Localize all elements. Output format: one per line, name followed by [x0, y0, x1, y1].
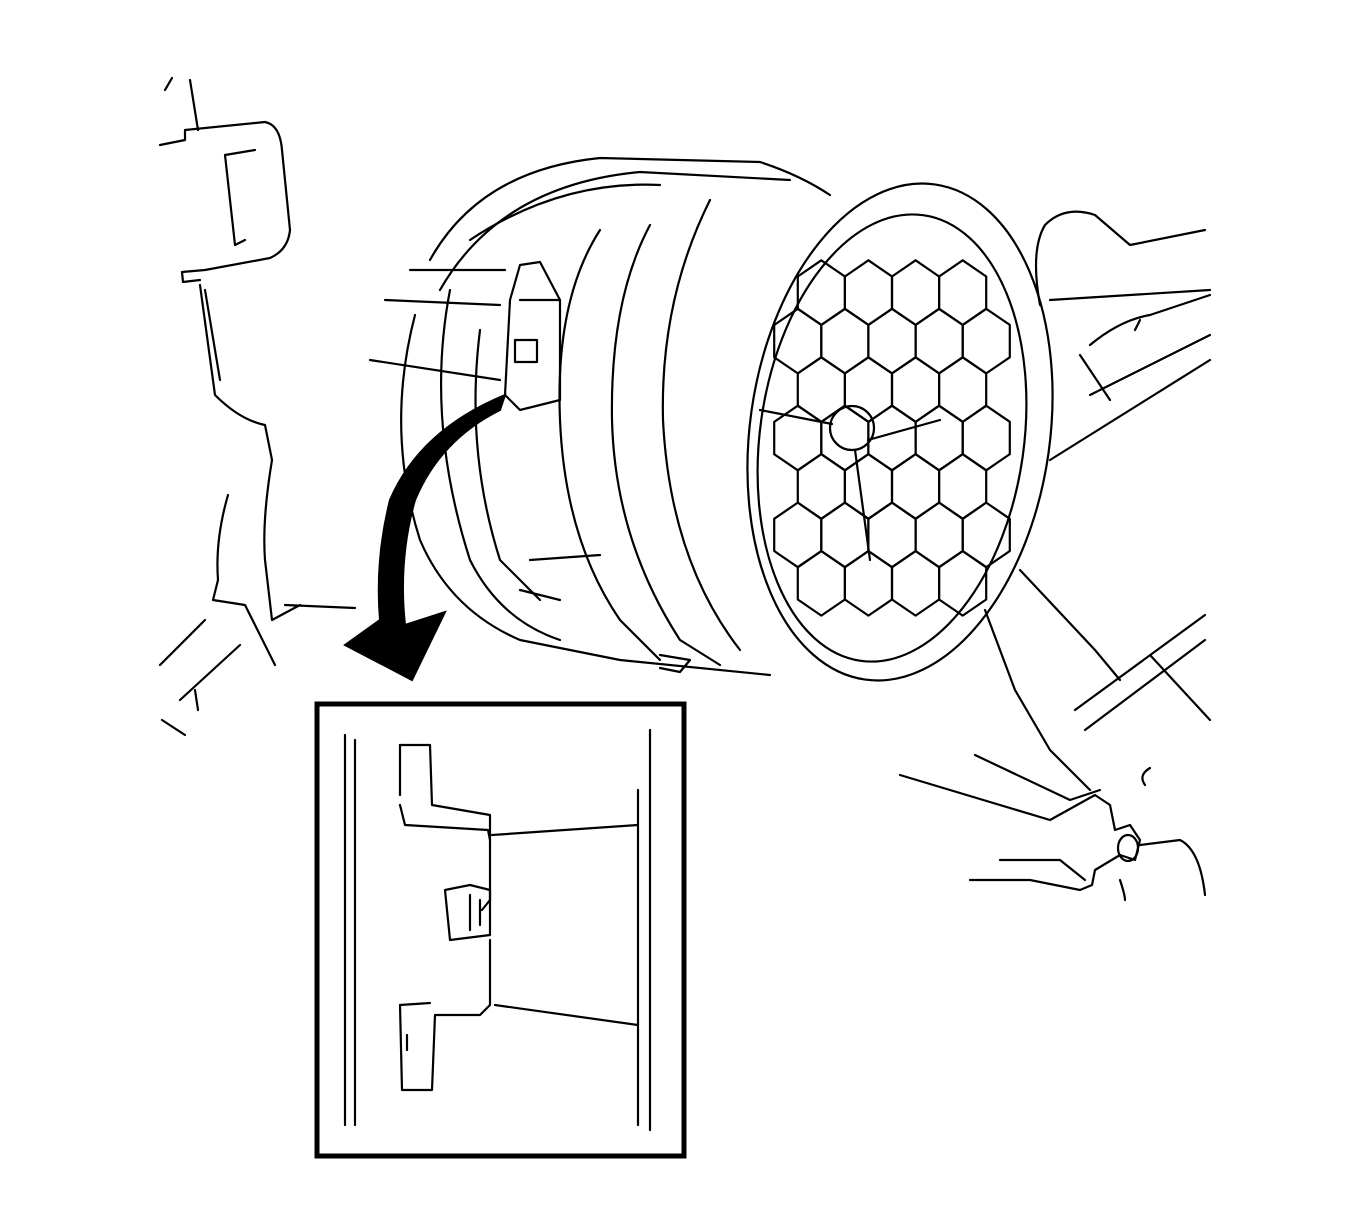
grille-cell: [796, 453, 847, 520]
left-duct-bracket: [158, 76, 357, 737]
air-filter-body: [368, 156, 832, 677]
grille-cell: [914, 501, 964, 569]
detail-inset: [314, 701, 687, 1159]
grille-cell: [867, 501, 917, 569]
grille-cell: [890, 356, 941, 423]
removal-direction-arrow: [343, 393, 507, 682]
honeycomb-grille: [773, 259, 1011, 617]
grille-cell: [961, 307, 1011, 375]
grille-cell: [937, 259, 988, 326]
lower-right-linkage: [898, 753, 1207, 902]
grille-cell: [843, 453, 894, 520]
grille-cell: [820, 404, 870, 472]
grille-cell: [914, 307, 964, 375]
grille-cell: [773, 404, 823, 472]
grille-cell: [867, 307, 917, 375]
grille-cell: [820, 307, 870, 375]
grille-cell: [820, 501, 870, 569]
grille-cell: [890, 259, 941, 326]
grille-cell: [773, 501, 823, 569]
grille-cell: [961, 404, 1011, 472]
grille-cell: [937, 356, 988, 423]
grille-cell: [914, 404, 964, 472]
grille-cell: [890, 453, 941, 520]
grille-cell: [843, 259, 894, 326]
grille-center-hub: [758, 404, 942, 562]
filter-front-rim: [746, 182, 1054, 682]
grille-cell: [890, 549, 941, 617]
grille-cell: [843, 549, 894, 617]
grille-cell: [937, 549, 988, 617]
grille-cell: [937, 453, 988, 520]
grille-cell: [796, 549, 847, 617]
right-housing: [983, 210, 1212, 792]
